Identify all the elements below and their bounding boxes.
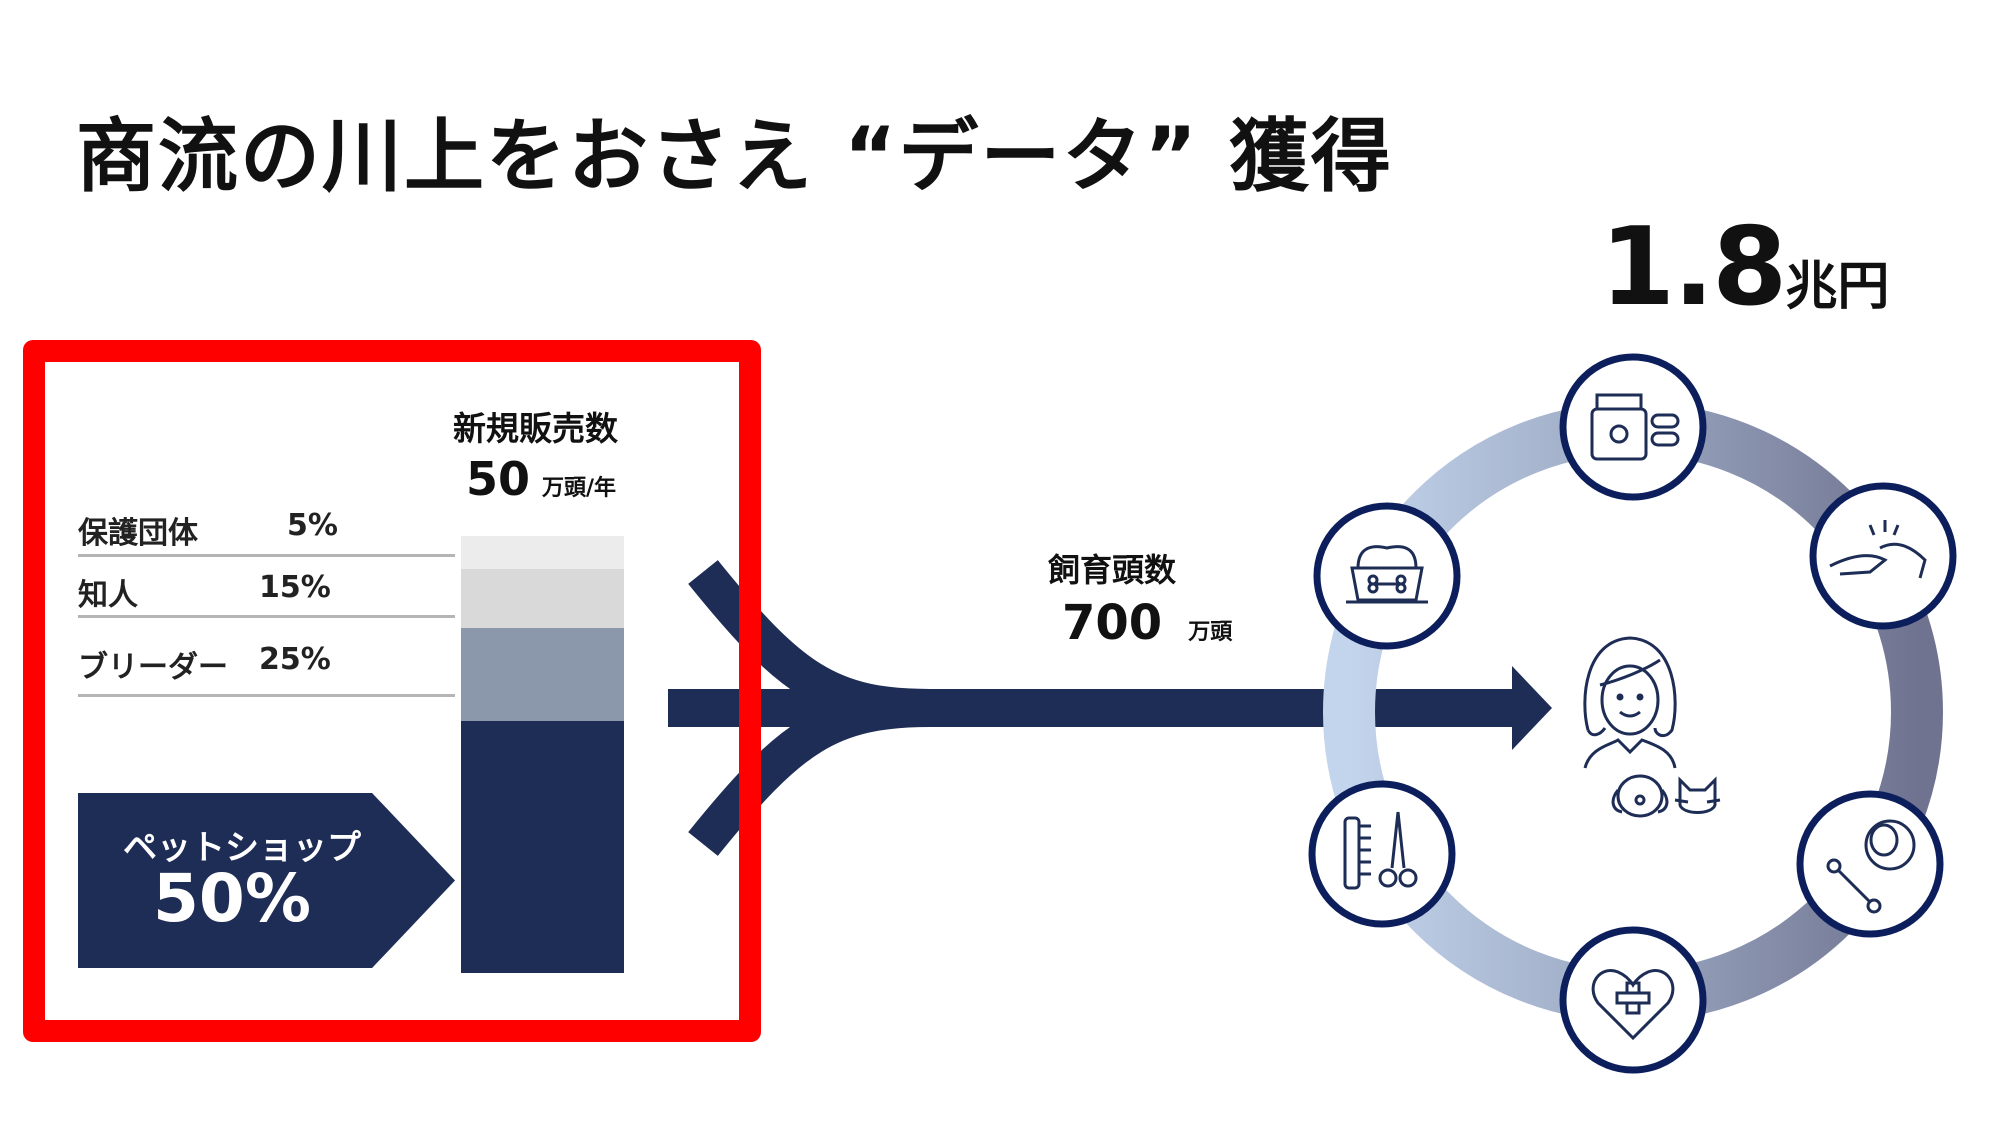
channel-pct-breeder: 25%	[259, 642, 331, 677]
market-size-value: 1.8	[1600, 205, 1787, 330]
ownership-title: 飼育頭数	[1048, 551, 1177, 589]
page-title: 商流の川上をおさえ “データ” 獲得	[76, 110, 1393, 203]
channel-label-petshop: ペットショップ	[123, 828, 361, 868]
service-toys	[1796, 790, 1944, 938]
bar-segment-breeder	[461, 628, 624, 721]
grooming-icon	[1343, 811, 1418, 890]
new-sales-value: 50 万頭/年	[466, 452, 616, 506]
service-grooming	[1308, 780, 1456, 928]
bar-segment-acquaintance	[461, 569, 624, 628]
new-sales-title: 新規販売数	[453, 409, 618, 448]
channel-pct-shelter: 5%	[287, 508, 338, 543]
merge-arrows	[668, 560, 1520, 856]
bar-segment-petshop	[461, 721, 624, 973]
medicine-icon	[1590, 393, 1680, 461]
market-size: 1.8兆円	[1600, 205, 1889, 330]
new-sales-number: 50	[466, 452, 531, 506]
service-food	[1313, 502, 1461, 650]
channel-pct-acquaintance: 15%	[259, 570, 331, 605]
training-icon	[1829, 520, 1927, 579]
ownership-number: 700	[1062, 595, 1163, 651]
arrow-head	[1512, 666, 1552, 750]
bar-segment-shelter	[461, 536, 624, 569]
market-size-unit: 兆円	[1785, 257, 1890, 317]
ownership-value: 700 万頭	[1062, 595, 1232, 651]
petshop-callout	[78, 793, 455, 968]
channel-pct-petshop: 50%	[153, 860, 311, 937]
divider	[78, 615, 455, 618]
highlight-box	[23, 340, 761, 1042]
divider	[78, 554, 455, 557]
food-icon	[1346, 545, 1428, 604]
ownership-unit: 万頭	[1188, 620, 1233, 645]
channel-label-shelter: 保護団体	[78, 516, 198, 551]
pet-owner-icon	[1583, 636, 1721, 818]
service-medicine	[1559, 353, 1707, 501]
channel-label-acquaintance: 知人	[78, 578, 138, 613]
health-icon	[1591, 969, 1675, 1041]
service-training	[1809, 482, 1957, 630]
divider	[78, 694, 455, 697]
service-health	[1559, 926, 1707, 1074]
new-sales-unit: 万頭/年	[542, 476, 617, 501]
channel-label-breeder: ブリーダー	[78, 650, 228, 685]
toy-icon	[1826, 819, 1916, 914]
